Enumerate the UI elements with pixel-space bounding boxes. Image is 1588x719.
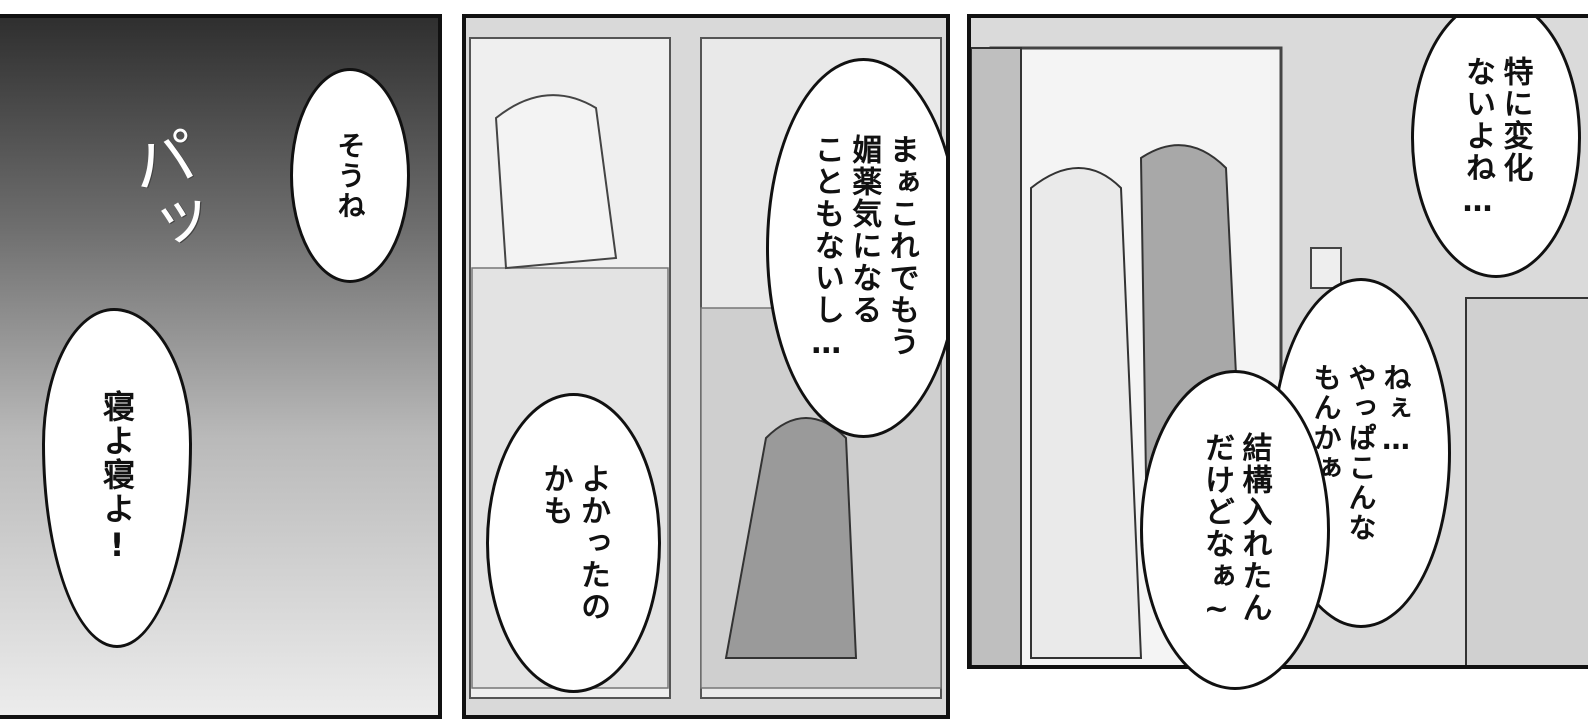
bubble-text: 結構入れたん だけどなぁ~ xyxy=(1199,431,1272,629)
sitting-figure xyxy=(724,417,858,659)
speech-bubble-soune: そうね xyxy=(290,68,410,283)
sleeping-figure xyxy=(494,94,618,270)
dresser xyxy=(1465,297,1588,665)
door xyxy=(971,47,1022,665)
light-switch xyxy=(1310,247,1342,289)
bubble-text: まぁこれでもう 媚薬気になる こともないし… xyxy=(808,133,919,363)
sfx-pa: パッ xyxy=(114,121,214,263)
blonde-figure xyxy=(1030,167,1143,659)
thought-bubble-neyo: 寝よ寝よ! xyxy=(42,308,192,648)
panel-2: まぁこれでもう 媚薬気になる こともないし… よかったの かも xyxy=(462,14,950,719)
bubble-text: ねぇ… やっぱこんな もんかぁ xyxy=(1309,363,1413,543)
speech-bubble-kekkou: 結構入れたん だけどなぁ~ xyxy=(1140,370,1330,690)
speech-bubble-tokuni: 特に変化 ないよね… xyxy=(1411,18,1581,278)
bubble-text: 寝よ寝よ! xyxy=(98,390,136,566)
speech-bubble-yokatta: よかったの かも xyxy=(486,393,661,693)
bubble-text: 特に変化 ないよね… xyxy=(1460,55,1533,221)
panel-1: パッ そうね 寝よ寝よ! xyxy=(0,14,442,719)
bubble-text: そうね xyxy=(333,130,367,221)
bubble-text: よかったの かも xyxy=(537,463,611,623)
doorway-illustration xyxy=(971,46,1588,665)
speech-bubble-mazu: まぁこれでもう 媚薬気になる こともないし… xyxy=(766,58,946,438)
